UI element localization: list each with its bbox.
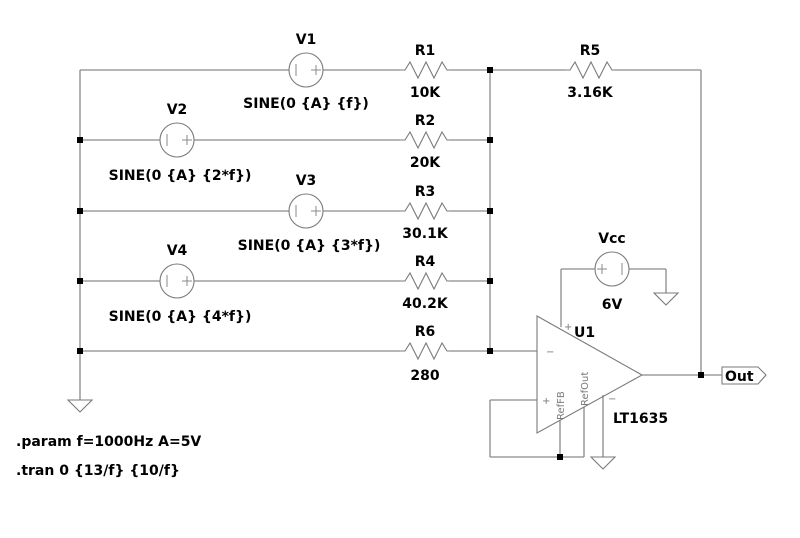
resistor-name: R2 xyxy=(415,113,436,129)
resistor-symbol xyxy=(400,130,450,150)
opamp-model[interactable]: LT1635 xyxy=(613,411,668,427)
source-value[interactable]: SINE(0 {A} {3*f}) xyxy=(238,238,381,254)
source-vcc[interactable]: Vcc 6V xyxy=(594,231,630,313)
junction-dot xyxy=(487,67,493,73)
voltage-source-symbol xyxy=(159,122,195,158)
resistor-symbol xyxy=(400,341,450,361)
supply-minus-label: − xyxy=(608,394,616,405)
source-name: V2 xyxy=(167,102,188,118)
junction-dot xyxy=(77,278,83,284)
resistor-r1[interactable]: R1 10K xyxy=(400,43,450,101)
source-name: V1 xyxy=(296,32,317,48)
junction-dot xyxy=(487,137,493,143)
source-v2[interactable]: V2 SINE(0 {A} {2*f}) xyxy=(109,102,252,184)
resistor-value[interactable]: 20K xyxy=(410,155,441,171)
resistor-value[interactable]: 3.16K xyxy=(567,85,614,101)
source-v1[interactable]: V1 SINE(0 {A} {f}) xyxy=(243,32,369,112)
junction-dot xyxy=(487,208,493,214)
resistor-r5[interactable]: R5 3.16K xyxy=(565,43,615,101)
resistor-value[interactable]: 40.2K xyxy=(402,296,449,312)
resistor-r4[interactable]: R4 40.2K xyxy=(400,254,450,312)
voltage-source-symbol xyxy=(594,251,630,287)
opamp-name: U1 xyxy=(574,325,595,341)
ground-left[interactable] xyxy=(66,399,94,413)
net-label-out[interactable]: Out xyxy=(721,366,767,385)
directive-tran[interactable]: .tran 0 {13/f} {10/f} xyxy=(16,463,180,479)
resistor-symbol xyxy=(400,271,450,291)
resistor-symbol xyxy=(400,60,450,80)
junction-dot xyxy=(557,454,563,460)
plus-sign-icon xyxy=(182,135,192,145)
plus-sign-icon xyxy=(182,276,192,286)
voltage-source-symbol xyxy=(288,52,324,88)
source-v3[interactable]: V3 SINE(0 {A} {3*f}) xyxy=(238,173,381,254)
resistor-value[interactable]: 10K xyxy=(410,85,441,101)
resistor-symbol xyxy=(400,201,450,221)
pin-reffb-label: RefFB xyxy=(556,391,567,420)
voltage-source-symbol xyxy=(159,263,195,299)
junction-dot xyxy=(77,348,83,354)
pin-plus-label: + xyxy=(542,396,550,407)
ground-icon xyxy=(652,292,680,306)
spice-directives: .param f=1000Hz A=5V .tran 0 {13/f} {10/… xyxy=(16,434,201,479)
source-value[interactable]: SINE(0 {A} {4*f}) xyxy=(109,309,252,325)
source-name: V3 xyxy=(296,173,317,189)
supply-plus-label: + xyxy=(564,322,572,333)
resistor-r3[interactable]: R3 30.1K xyxy=(400,184,450,242)
resistor-name: R3 xyxy=(415,184,436,200)
ground-icon xyxy=(66,399,94,413)
junction-dot xyxy=(77,137,83,143)
opamp-u1[interactable]: − + + − RefFB RefOut U1 LT1635 xyxy=(536,315,668,434)
resistor-name: R6 xyxy=(415,324,436,340)
resistor-r6[interactable]: R6 280 xyxy=(400,324,450,384)
pin-minus-label: − xyxy=(546,347,554,358)
source-value[interactable]: 6V xyxy=(602,297,623,313)
plus-sign-icon xyxy=(311,65,321,75)
ground-icon xyxy=(589,456,617,470)
opamp-symbol xyxy=(536,315,644,434)
resistor-symbol xyxy=(565,60,615,80)
resistor-value[interactable]: 280 xyxy=(410,368,439,384)
junction-dot xyxy=(698,372,704,378)
directive-param[interactable]: .param f=1000Hz A=5V xyxy=(16,434,201,450)
source-name: Vcc xyxy=(598,231,625,247)
pin-refout-label: RefOut xyxy=(580,372,591,406)
junction-dot xyxy=(77,208,83,214)
source-name: V4 xyxy=(167,243,188,259)
junction-dot xyxy=(487,348,493,354)
resistor-name: R4 xyxy=(415,254,436,270)
junction-dot xyxy=(487,278,493,284)
resistor-name: R5 xyxy=(580,43,601,59)
resistor-name: R1 xyxy=(415,43,436,59)
source-value[interactable]: SINE(0 {A} {f}) xyxy=(243,96,369,112)
voltage-source-symbol xyxy=(288,193,324,229)
resistor-r2[interactable]: R2 20K xyxy=(400,113,450,171)
source-v4[interactable]: V4 SINE(0 {A} {4*f}) xyxy=(109,243,252,325)
net-label-text[interactable]: Out xyxy=(725,369,754,385)
ground-opamp[interactable] xyxy=(589,456,617,470)
resistor-value[interactable]: 30.1K xyxy=(402,226,449,242)
net-label-flag-icon xyxy=(721,366,767,385)
plus-sign-icon xyxy=(597,264,607,274)
ground-vcc[interactable] xyxy=(652,292,680,306)
plus-sign-icon xyxy=(311,206,321,216)
junctions xyxy=(77,67,704,460)
source-value[interactable]: SINE(0 {A} {2*f}) xyxy=(109,168,252,184)
